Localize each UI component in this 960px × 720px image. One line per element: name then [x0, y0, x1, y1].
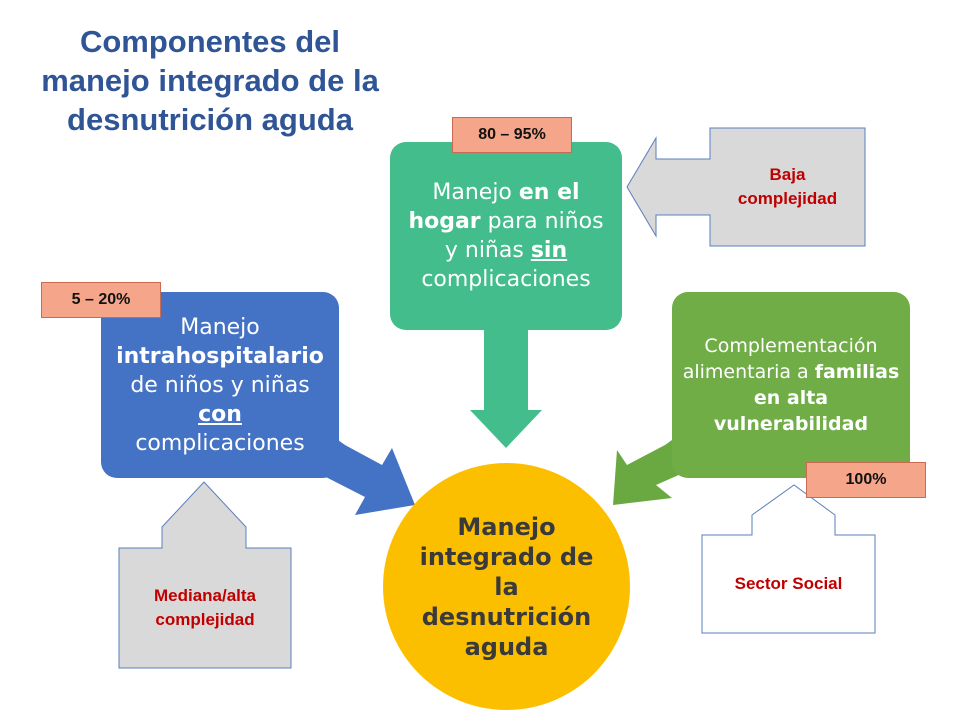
- callout-sector-social: Sector Social: [702, 535, 875, 633]
- callout-mediana-alta-complejidad: Mediana/alta complejidad: [119, 548, 291, 668]
- callout-baja-text: Baja complejidad: [737, 165, 838, 208]
- text-segment: complicaciones: [135, 430, 305, 456]
- box-intra-text: Manejo intrahospitalario de niños y niña…: [101, 313, 339, 458]
- text-segment: Manejo: [432, 180, 519, 205]
- callout-baja-shape: [626, 127, 866, 247]
- center-circle: Manejo integrado de la desnutrición agud…: [383, 463, 630, 710]
- box-comp-text: Complementación alimentaria a familias e…: [672, 333, 910, 437]
- box-manejo-intrahospitalario: Manejo intrahospitalario de niños y niña…: [101, 292, 339, 478]
- text-segment-bold: intrahospitalario: [116, 343, 324, 369]
- box-hogar-text: Manejo en el hogar para niños y niñas si…: [390, 178, 622, 294]
- diagram-title: Componentes del manejo integrado de la d…: [41, 24, 379, 137]
- text-segment-bold: familias en alta vulnerabilidad: [713, 361, 900, 435]
- callout-mediana-text: Mediana/alta complejidad: [153, 586, 257, 629]
- box-complementacion-alimentaria: Complementación alimentaria a familias e…: [672, 292, 910, 478]
- callout-social-text: Sector Social: [734, 574, 843, 593]
- badge-hogar-percent: 80 – 95%: [452, 117, 572, 153]
- box-manejo-hogar: Manejo en el hogar para niños y niñas si…: [390, 142, 622, 330]
- text-segment: de niños y niñas: [130, 372, 310, 398]
- text-segment: para niños y niñas: [444, 209, 604, 263]
- text-segment: Manejo: [180, 314, 260, 340]
- callout-social-shape: [701, 484, 876, 634]
- text-segment-bold-underline: con: [198, 401, 242, 427]
- callout-mediana-shape: [118, 481, 292, 669]
- badge-comp-percent: 100%: [806, 462, 926, 498]
- text-segment: complicaciones: [421, 267, 591, 292]
- badge-intra-percent: 5 – 20%: [41, 282, 161, 318]
- arrow-intra-to-center: [320, 440, 415, 515]
- text-segment: Complementación alimentaria a: [682, 335, 878, 383]
- callout-baja-complejidad: Baja complejidad: [710, 128, 865, 246]
- arrow-hogar-to-center: [470, 328, 542, 448]
- text-segment-bold: en el hogar: [408, 180, 580, 234]
- arrow-comp-to-center: [613, 440, 690, 505]
- center-circle-label: Manejo integrado de la desnutrición agud…: [419, 512, 594, 661]
- text-segment-bold-underline: sin: [530, 238, 568, 263]
